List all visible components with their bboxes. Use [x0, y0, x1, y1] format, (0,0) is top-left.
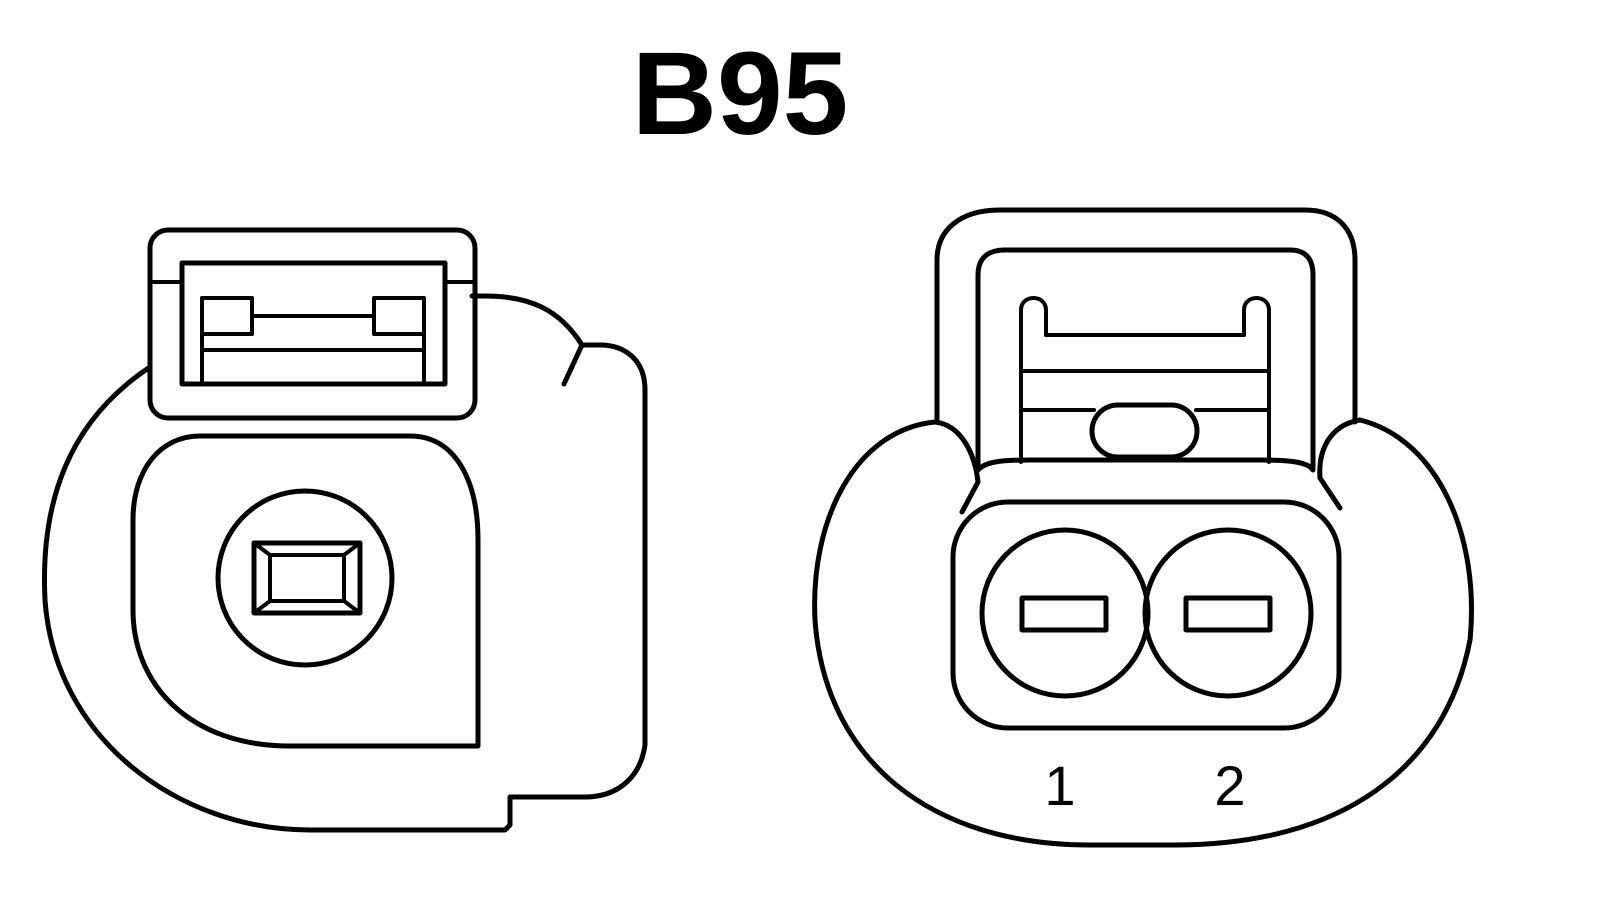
rear-wire-seal-circle [215, 488, 395, 668]
rear-view-body-notch [561, 342, 585, 387]
terminal-1 [979, 527, 1151, 699]
rear-latch-right-tab [372, 296, 426, 336]
rear-wire-cavity-outer [251, 540, 363, 616]
rear-wire-cavity-corner-tr [342, 541, 362, 557]
rear-wire-cavity-inner [268, 553, 346, 603]
front-latch-housing-inner [975, 247, 1316, 473]
front-view-body-outline [812, 417, 1474, 848]
front-latch-right-post [1242, 296, 1271, 464]
front-terminal-frame [950, 499, 1342, 731]
terminal-2-circle [1142, 527, 1314, 699]
front-latch-left-post [1019, 296, 1048, 464]
connector-front-view: 1 2 [812, 207, 1474, 848]
terminal-1-blade [1019, 595, 1109, 633]
rear-view-inner-pocket [130, 433, 481, 749]
rear-wire-cavity-corner-bl [252, 599, 272, 615]
connector-rear-view [41, 227, 648, 833]
rear-latch-left-tab [200, 296, 254, 336]
connector-title: B95 [632, 28, 848, 160]
pin-label-2: 2 [1214, 754, 1245, 817]
front-left-shoulder [932, 419, 981, 515]
front-right-shoulder [1317, 417, 1363, 511]
terminal-1-circle [979, 527, 1151, 699]
pin-label-1: 1 [1044, 754, 1075, 817]
front-latch-base [975, 457, 1316, 473]
rear-latch-outer [147, 227, 478, 421]
rear-wire-cavity-corner-tl [252, 541, 272, 557]
terminal-2 [1142, 527, 1314, 699]
rear-wire-cavity-corner-br [342, 599, 362, 615]
terminal-2-blade [1183, 595, 1273, 633]
rear-latch-inner-frame [179, 260, 448, 387]
front-latch-release-button [1089, 402, 1200, 460]
front-latch-housing-outer [934, 207, 1358, 425]
